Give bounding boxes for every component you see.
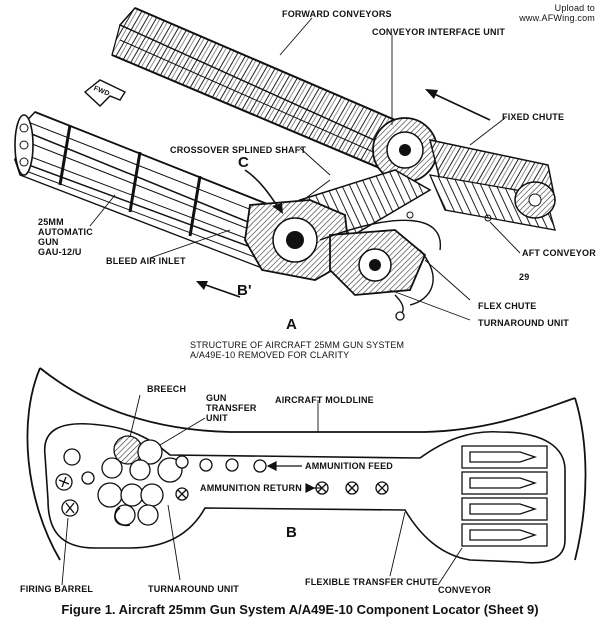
label-conveyor-interface-unit: CONVEYOR INTERFACE UNIT	[372, 27, 506, 37]
label-c: C	[238, 154, 250, 171]
label-turnaround-unit-b: TURNAROUND UNIT	[148, 584, 239, 594]
watermark-line2: www.AFWing.com	[519, 13, 595, 23]
b-prime-arrow	[196, 281, 241, 298]
watermark: Upload to www.AFWing.com	[510, 3, 595, 23]
leader-lines-a	[89, 17, 521, 321]
conveyor-interface-unit-drawing	[372, 117, 438, 183]
label-ammunition-feed: AMMUNITION FEED	[305, 461, 393, 471]
turnaround-unit-b-drawing	[97, 482, 164, 527]
aft-conveyor-drawing	[406, 139, 556, 231]
gun-barrels-drawing	[13, 111, 297, 269]
label-fixed-chute: FIXED CHUTE	[502, 112, 565, 122]
gun-transfer-unit-drawing	[101, 435, 183, 483]
label-conveyor: CONVEYOR	[438, 585, 492, 595]
label-b-prime: B'	[237, 282, 252, 299]
label-aircraft-moldline: AIRCRAFT MOLDLINE	[275, 395, 374, 405]
label-gun-transfer-unit: GUN TRANSFER UNIT	[206, 393, 257, 423]
label-a: A	[286, 316, 298, 333]
label-flexible-transfer-chute: FLEXIBLE TRANSFER CHUTE	[305, 577, 439, 587]
conveyor-cartridges	[461, 445, 548, 547]
structure-note: STRUCTURE OF AIRCRAFT 25MM GUN SYSTEM A/…	[190, 340, 405, 360]
forward-conveyor-drawing	[111, 7, 432, 181]
label-gun-name: 25MM AUTOMATIC GUN GAU-12/U	[38, 217, 93, 257]
feed-return-arrows	[266, 461, 322, 493]
figure-caption: Figure 1. Aircraft 25mm Gun System A/A49…	[61, 602, 539, 617]
watermark-line1: Upload to	[554, 3, 595, 13]
label-flex-chute: FLEX CHUTE	[478, 301, 537, 311]
ammunition-feed-rounds	[175, 455, 267, 473]
leader-lines-b	[61, 394, 463, 586]
ammunition-return-rounds	[175, 481, 389, 501]
label-b: B	[286, 524, 298, 541]
label-ammunition-return: AMMUNITION RETURN	[200, 483, 302, 493]
label-aft-conveyor: AFT CONVEYOR	[522, 248, 596, 258]
c-arrow	[244, 169, 283, 214]
label-forward-conveyors: FORWARD CONVEYORS	[282, 9, 392, 19]
gun-housing-drawing	[244, 199, 441, 321]
fwd-arrow	[83, 79, 127, 107]
label-firing-barrel: FIRING BARREL	[20, 584, 94, 594]
label-29: 29	[519, 272, 530, 282]
label-breech: BREECH	[147, 384, 187, 394]
label-bleed-air-inlet: BLEED AIR INLET	[106, 256, 186, 266]
label-turnaround-unit-a: TURNAROUND UNIT	[478, 318, 569, 328]
firing-barrels-b	[55, 448, 95, 517]
direction-arrow-fixed-chute	[425, 89, 491, 121]
label-crossover-splined-shaft: CROSSOVER SPLINED SHAFT	[170, 145, 307, 155]
